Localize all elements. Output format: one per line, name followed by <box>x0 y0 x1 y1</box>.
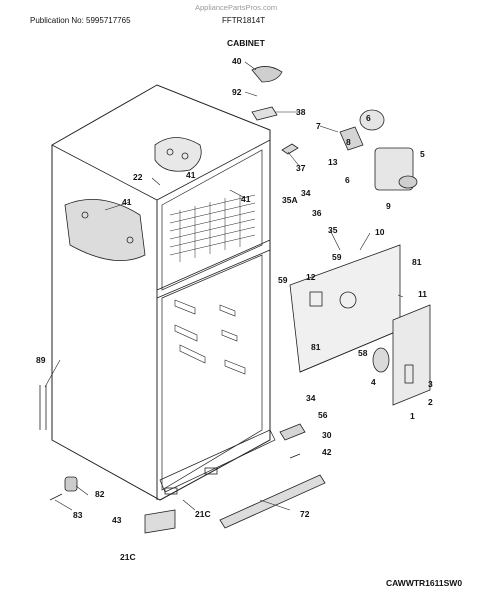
callout-58: 58 <box>358 348 368 358</box>
callout-36: 36 <box>312 208 322 218</box>
section-title: CABINET <box>227 38 265 48</box>
callout-92: 92 <box>232 87 242 97</box>
dispenser-door-panel <box>392 304 431 406</box>
part-42-screw <box>289 453 301 459</box>
callout-81a: 81 <box>412 257 422 267</box>
callout-4: 4 <box>371 377 376 387</box>
part-38-hinge <box>251 106 278 121</box>
callout-11: 11 <box>418 289 427 299</box>
callout-21ca: 21C <box>195 509 211 519</box>
callout-89: 89 <box>36 355 46 365</box>
callout-34a: 34 <box>301 188 311 198</box>
callout-82: 82 <box>95 489 105 499</box>
callout-38: 38 <box>296 107 306 117</box>
part-40-cap <box>251 66 283 83</box>
callout-72: 72 <box>300 509 310 519</box>
model-number: FFTR1814T <box>222 16 266 25</box>
callout-5: 5 <box>420 149 425 159</box>
diagram-code: CAWWTR1611SW0 <box>386 578 463 588</box>
callout-35: 35 <box>328 225 338 235</box>
publication-number: Publication No: 5995717765 <box>30 16 131 25</box>
callout-12: 12 <box>306 272 316 282</box>
callout-10: 10 <box>375 227 385 237</box>
part-30-hinge <box>279 423 306 441</box>
callout-41c: 41 <box>241 194 251 204</box>
refrigerator-cabinet <box>51 84 276 501</box>
callout-21cb: 21C <box>120 552 136 562</box>
air-duct-side <box>64 199 146 261</box>
callout-22: 22 <box>133 172 143 182</box>
callout-59b: 59 <box>278 275 288 285</box>
part-83-screw <box>49 493 63 501</box>
callout-6: 6 <box>366 113 371 123</box>
part-72-grille <box>219 474 326 529</box>
callout-41b: 41 <box>122 197 132 207</box>
callout-8: 8 <box>346 137 351 147</box>
callout-81b: 81 <box>311 342 321 352</box>
callout-6b: 6 <box>345 175 350 185</box>
part-43-bracket <box>144 509 176 534</box>
callout-59a: 59 <box>332 252 342 262</box>
watermark: AppliancePartsPros.com <box>195 3 278 12</box>
callout-9: 9 <box>386 201 391 211</box>
callout-41a: 41 <box>186 170 196 180</box>
callout-35a: 35A <box>282 195 298 205</box>
back-panel <box>289 244 401 373</box>
callout-34b: 34 <box>306 393 316 403</box>
callout-37: 37 <box>296 163 306 173</box>
part-37-pin <box>281 143 299 155</box>
callout-40: 40 <box>232 56 242 66</box>
callout-1: 1 <box>410 411 415 421</box>
callout-2: 2 <box>428 397 433 407</box>
callout-30: 30 <box>322 430 332 440</box>
callout-7: 7 <box>316 121 321 131</box>
callout-83: 83 <box>73 510 83 520</box>
part-82-leveler <box>64 476 78 492</box>
callout-43: 43 <box>112 515 122 525</box>
callout-3: 3 <box>428 379 433 389</box>
part-4-paddle <box>372 347 390 373</box>
part-89-bracket <box>39 385 47 430</box>
callout-42: 42 <box>322 447 332 457</box>
callout-13: 13 <box>328 157 338 167</box>
dispenser-controls <box>339 109 418 191</box>
callout-56: 56 <box>318 410 328 420</box>
air-duct-top <box>154 137 202 172</box>
